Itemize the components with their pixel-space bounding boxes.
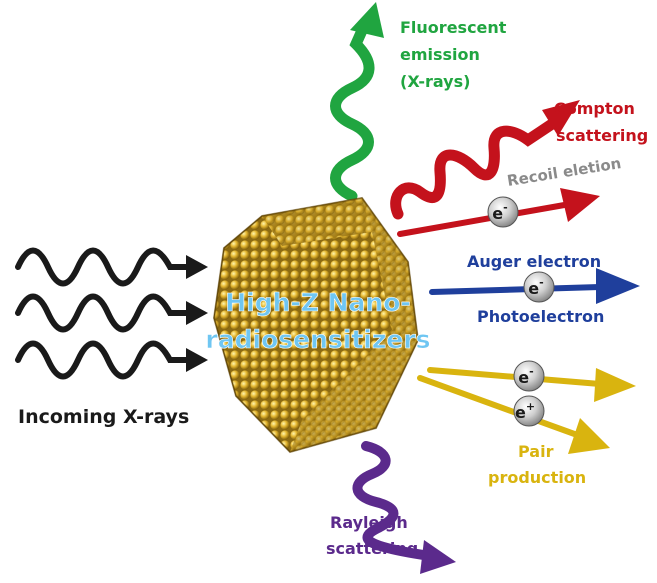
particle-shade <box>212 196 420 454</box>
svg-text:e-: e- <box>528 276 543 298</box>
arrowhead-2 <box>186 301 208 325</box>
compton-wave <box>390 100 580 220</box>
pair-electron: e- <box>513 360 545 392</box>
incoming-waves <box>15 247 191 380</box>
incoming-label: Incoming X-rays <box>18 406 189 428</box>
particle-facet-right <box>362 198 418 340</box>
svg-text:e+: e+ <box>515 400 535 422</box>
rayleigh-line2: scattering <box>326 539 418 558</box>
recoil-label: Recoil eletion <box>506 154 623 190</box>
pair-arrows <box>417 367 636 454</box>
auger-electron: e- <box>523 271 555 303</box>
recoil-electron: e- <box>487 196 519 228</box>
photoelectron-label: Photoelectron <box>477 307 604 326</box>
svg-text:e-: e- <box>492 201 507 223</box>
arrowhead-3 <box>186 348 208 372</box>
nanoparticle <box>212 196 420 454</box>
fluorescent-line3: (X-rays) <box>400 72 470 91</box>
particle-label-line2: radiosensitizers <box>205 325 430 354</box>
incoming-arrowheads <box>186 255 208 372</box>
recoil-arrow <box>397 188 600 237</box>
fluorescent-line2: emission <box>400 45 480 64</box>
particle-label-line1: High-Z Nano- <box>225 288 411 317</box>
rayleigh-line1: Rayleigh <box>330 513 408 532</box>
auger-arrow <box>429 268 640 304</box>
compton-line2: scattering <box>556 126 648 145</box>
fluorescent-line1: Fluorescent <box>400 18 507 37</box>
compton-line1: Compton <box>554 99 635 118</box>
svg-text:e-: e- <box>518 365 533 387</box>
rayleigh-wave <box>352 441 456 574</box>
pair-line1: Pair <box>518 442 554 461</box>
incoming-wave-1 <box>15 247 191 287</box>
auger-label: Auger electron <box>467 252 601 271</box>
pair-positron: e+ <box>513 395 545 427</box>
incoming-wave-3 <box>15 340 191 380</box>
fluorescent-wave <box>330 2 384 202</box>
particle-facet-bottom <box>290 330 418 452</box>
pair-line2: production <box>488 468 586 487</box>
arrowhead-1 <box>186 255 208 279</box>
particle-facet-top <box>262 198 372 246</box>
incoming-wave-2 <box>15 293 191 333</box>
